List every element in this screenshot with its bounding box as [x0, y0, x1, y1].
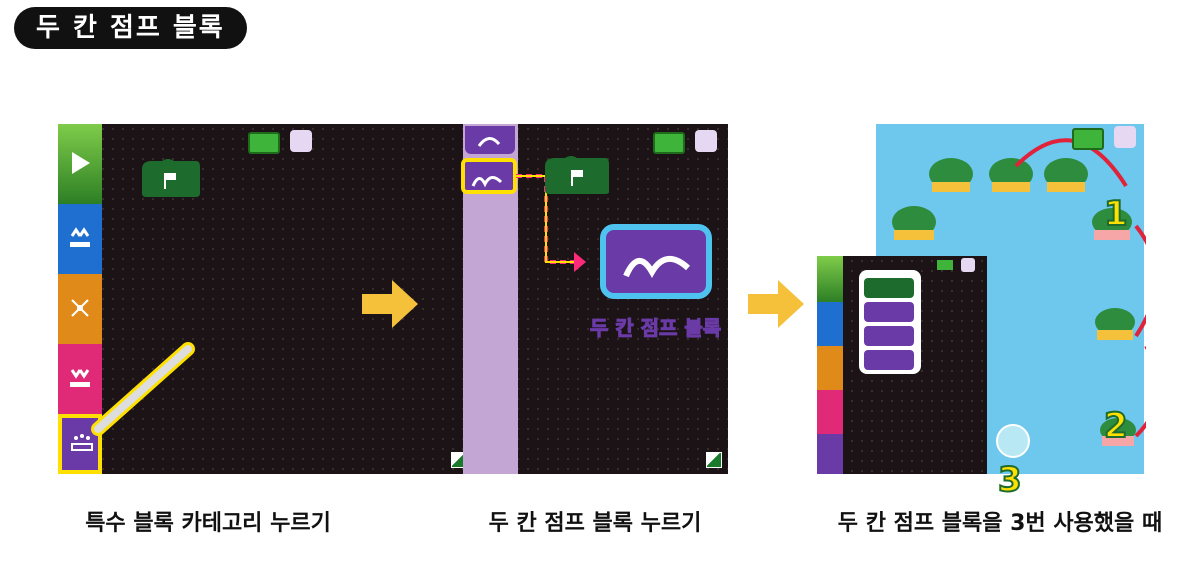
- double-jump-icon: [623, 256, 691, 278]
- category-action-button[interactable]: [817, 390, 843, 434]
- step-number-2: 2: [1103, 405, 1129, 447]
- jump-two-block-enlarged: [600, 224, 712, 299]
- jump-two-block: [864, 326, 914, 346]
- lily-pad: [892, 206, 936, 240]
- start-flag-block[interactable]: [138, 159, 202, 199]
- logo-icon: [961, 258, 975, 272]
- caption-step1: 특수 블록 카테고리 누르기: [85, 511, 331, 536]
- run-button[interactable]: [58, 124, 102, 204]
- category-special-button[interactable]: [58, 414, 102, 474]
- robot-character-icon: [996, 424, 1030, 458]
- next-arrow-icon: [748, 280, 804, 328]
- stylus-pen-icon: [91, 342, 195, 436]
- double-jump-icon: [471, 176, 503, 188]
- category-special-button[interactable]: [817, 434, 843, 474]
- jump-one-block[interactable]: [465, 126, 515, 154]
- jump-two-block[interactable]: [461, 158, 517, 194]
- caption-step3: 두 칸 점프 블록을 3번 사용했을 때: [837, 511, 1163, 536]
- move-down-icon: [70, 369, 90, 387]
- lily-pad: [1095, 308, 1135, 340]
- drag-path-arrow: [516, 174, 586, 272]
- jump-two-block: [864, 302, 914, 322]
- category-move-button[interactable]: [817, 302, 843, 346]
- logo-icon: [695, 130, 717, 152]
- logo-icon: [1114, 126, 1136, 148]
- logo-icon: [290, 130, 312, 152]
- lily-pad-row: [929, 158, 1088, 192]
- start-flag-block[interactable]: [541, 156, 611, 196]
- battery-icon: [248, 132, 280, 154]
- caption-step2: 두 칸 점프 블록 누르기: [488, 511, 702, 536]
- play-icon: [72, 152, 90, 174]
- category-function-button[interactable]: [58, 274, 102, 344]
- resize-corner-icon[interactable]: [706, 452, 722, 468]
- special-icon: [71, 434, 93, 451]
- category-function-button[interactable]: [817, 346, 843, 390]
- next-arrow-icon: [362, 280, 418, 328]
- step-number-1: 1: [1103, 193, 1129, 235]
- lily-pad: [1092, 208, 1132, 240]
- battery-icon: [937, 260, 953, 270]
- battery-icon: [653, 132, 685, 154]
- inset-coding-screen: [817, 256, 987, 474]
- enlarged-block-label: 두 칸 점프 블록: [589, 316, 722, 341]
- move-up-icon: [70, 227, 90, 247]
- category-move-button[interactable]: [58, 204, 102, 274]
- panel-step2: 두 칸 점프 블록: [461, 124, 728, 474]
- step-number-3: 3: [997, 459, 1023, 501]
- page-title: 두 칸 점프 블록: [14, 7, 247, 49]
- battery-icon: [1072, 128, 1104, 150]
- jump-arc-icon: [477, 137, 501, 147]
- category-action-button[interactable]: [58, 344, 102, 414]
- start-flag-block: [864, 278, 914, 298]
- lily-pad: [1100, 418, 1136, 446]
- network-icon: [71, 299, 89, 317]
- run-button[interactable]: [817, 256, 843, 302]
- jump-two-block: [864, 350, 914, 370]
